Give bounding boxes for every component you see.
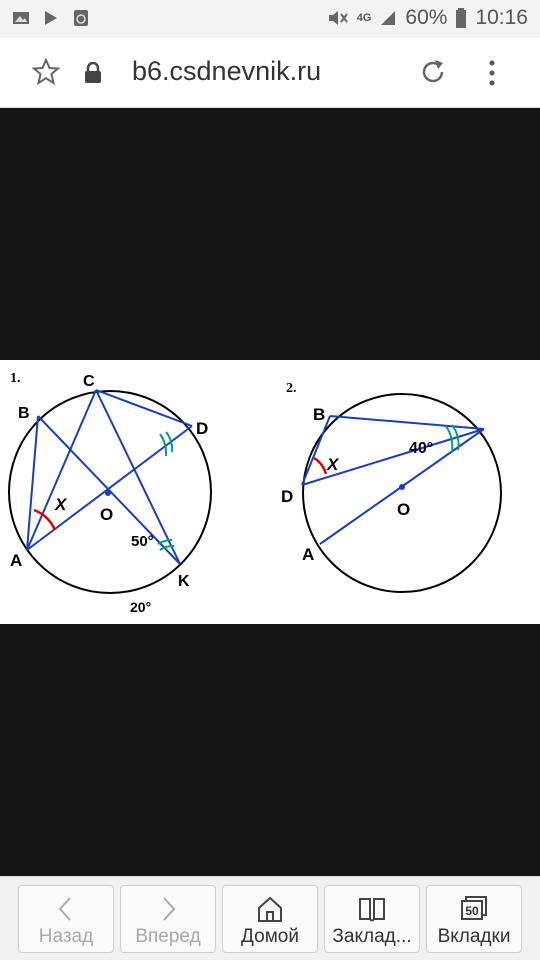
network-type: 4G xyxy=(356,12,372,24)
geometry-figure: 1. C B D A K O X 50° 20° xyxy=(0,360,540,624)
problem2-label-d: D xyxy=(281,487,293,506)
clock: 10:16 xyxy=(475,6,528,29)
chevron-left-icon xyxy=(58,897,71,921)
tabs-button[interactable]: 50 Вкладки xyxy=(426,885,522,953)
problem2-angle-40-label: 40° xyxy=(409,440,433,457)
gallery-icon xyxy=(13,12,29,24)
problem1-label-c: C xyxy=(83,373,95,390)
problem2-circle xyxy=(302,393,502,593)
forward-label: Вперед xyxy=(135,926,201,947)
bookmarks-button[interactable]: Заклад... xyxy=(324,885,420,953)
signal-icon xyxy=(381,11,396,25)
problem1-label-x: X xyxy=(54,495,68,514)
battery-icon xyxy=(456,8,467,28)
back-button[interactable]: Назад xyxy=(18,885,114,953)
problem2-label-o: O xyxy=(397,500,410,519)
problem1-label-b: B xyxy=(18,405,30,422)
problem2-label-a: A xyxy=(302,545,314,564)
problem2-label-x: X xyxy=(326,455,340,474)
problem1-center xyxy=(105,490,111,496)
home-label: Домой xyxy=(241,926,299,947)
bookmark-star-icon[interactable] xyxy=(32,58,60,86)
problem1-lines xyxy=(26,389,193,565)
recycle-icon xyxy=(74,10,88,26)
problem1-label-k: K xyxy=(178,573,190,590)
problem2-number: 2. xyxy=(286,381,297,396)
tabs-label: Вкладки xyxy=(437,926,511,947)
bottom-navigation: Назад Вперед Домой Заклад... 50 Вкладки xyxy=(0,876,540,960)
status-bar: 4G 60% 10:16 xyxy=(0,0,540,38)
problem1-angle-50-label: 50° xyxy=(131,533,154,550)
problem2-angle-x-arc xyxy=(313,456,328,475)
problem1-label-o: O xyxy=(100,505,113,524)
book-icon xyxy=(359,898,385,922)
address-bar: b6.csdnevnik.ru xyxy=(0,38,540,108)
reload-icon[interactable] xyxy=(418,57,448,87)
problem2-angle-40-arc xyxy=(445,425,454,453)
problem2-center xyxy=(399,484,405,490)
tabs-icon: 50 xyxy=(461,896,487,920)
problem1-circle xyxy=(8,390,212,594)
bookmarks-label: Заклад... xyxy=(332,926,412,947)
lock-icon xyxy=(85,62,101,83)
more-menu-icon[interactable] xyxy=(482,58,502,88)
problem1-label-d: D xyxy=(196,419,208,438)
forward-button[interactable]: Вперед xyxy=(120,885,216,953)
problem2-lines xyxy=(301,415,485,545)
play-store-icon xyxy=(45,11,57,25)
chevron-right-icon xyxy=(163,897,176,921)
problem1-number: 1. xyxy=(10,371,21,386)
home-button[interactable]: Домой xyxy=(222,885,318,953)
problem1-angle-20-label: 20° xyxy=(130,599,151,615)
geometry-diagram: 1. C B D A K O X 50° 20° xyxy=(8,371,502,615)
url-text[interactable]: b6.csdnevnik.ru xyxy=(132,56,322,86)
tabs-count: 50 xyxy=(465,904,479,918)
problem2-label-b: B xyxy=(313,405,325,424)
problem1-angle-50-arc xyxy=(159,433,168,457)
mute-icon xyxy=(328,11,348,25)
battery-percent: 60% xyxy=(405,6,448,29)
problem1-angle-x-arc xyxy=(33,508,57,531)
problem1-label-a: A xyxy=(10,551,22,570)
back-label: Назад xyxy=(38,926,94,947)
problem1-angle-k-arc xyxy=(157,539,173,545)
page-content: 1. C B D A K O X 50° 20° xyxy=(0,108,540,876)
home-icon xyxy=(258,896,282,922)
